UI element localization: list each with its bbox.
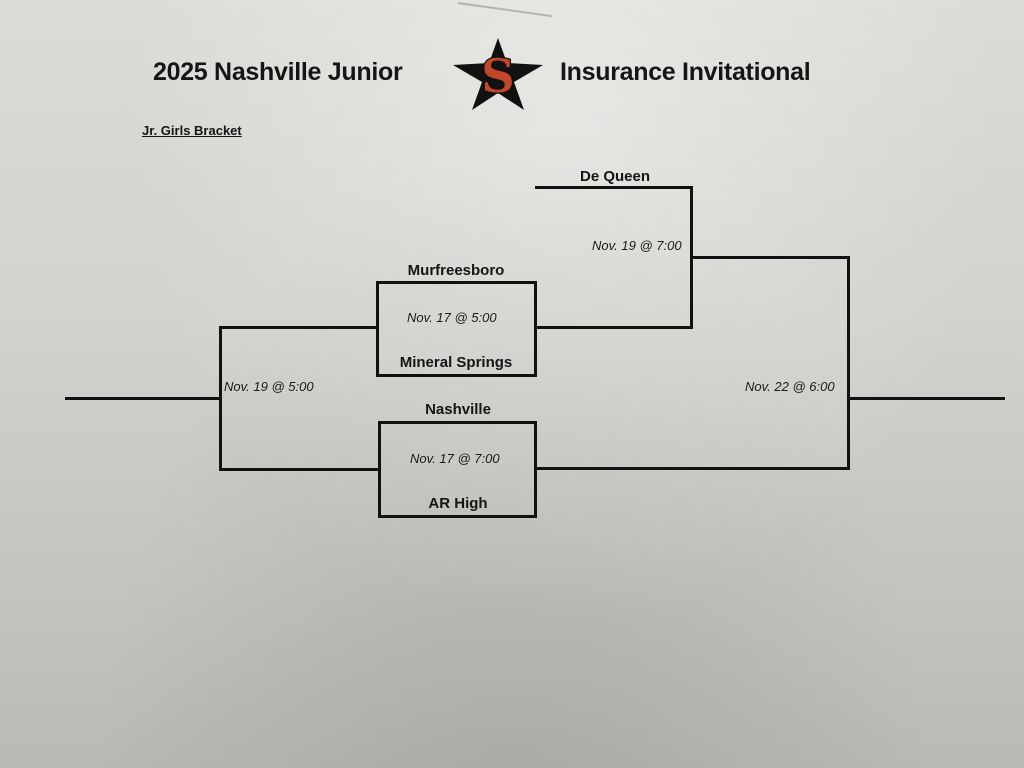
star-s-logo-icon: S	[453, 38, 543, 110]
game-date-final: Nov. 22 @ 6:00	[745, 379, 835, 394]
bracket-line-consolation-result	[65, 397, 221, 400]
bracket-line-semi-upper-vertical	[690, 186, 693, 329]
logo-letter: S	[481, 49, 514, 103]
game-date-consolation: Nov. 19 @ 5:00	[224, 379, 314, 394]
bracket-subtitle: Jr. Girls Bracket	[142, 123, 242, 138]
team-mineral-springs: Mineral Springs	[399, 354, 513, 371]
game-date-semifinal: Nov. 19 @ 7:00	[592, 238, 682, 253]
team-ar-high: AR High	[428, 495, 488, 512]
paper-crease	[457, 2, 553, 18]
team-de-queen: De Queen	[579, 168, 651, 185]
team-murfreesboro: Murfreesboro	[407, 262, 505, 279]
bracket-line-game1-winner	[536, 326, 693, 329]
bracket-line-game2-winner	[536, 467, 849, 470]
game-box-2	[378, 421, 537, 518]
bracket-line-semi-winner	[692, 256, 850, 259]
game-box-1	[376, 281, 537, 377]
team-nashville: Nashville	[425, 401, 491, 418]
bracket-line-game1-loser	[219, 326, 377, 329]
bracket-line-dequeen	[535, 186, 693, 189]
bracket-line-champion	[848, 397, 1005, 400]
title-left: 2025 Nashville Junior	[153, 58, 403, 86]
game-date-2: Nov. 17 @ 7:00	[410, 451, 500, 466]
bracket-line-game2-loser	[220, 468, 379, 471]
game-date-1: Nov. 17 @ 5:00	[407, 310, 497, 325]
bracket-line-final-vertical	[847, 256, 850, 470]
title-right: Insurance Invitational	[560, 58, 811, 86]
